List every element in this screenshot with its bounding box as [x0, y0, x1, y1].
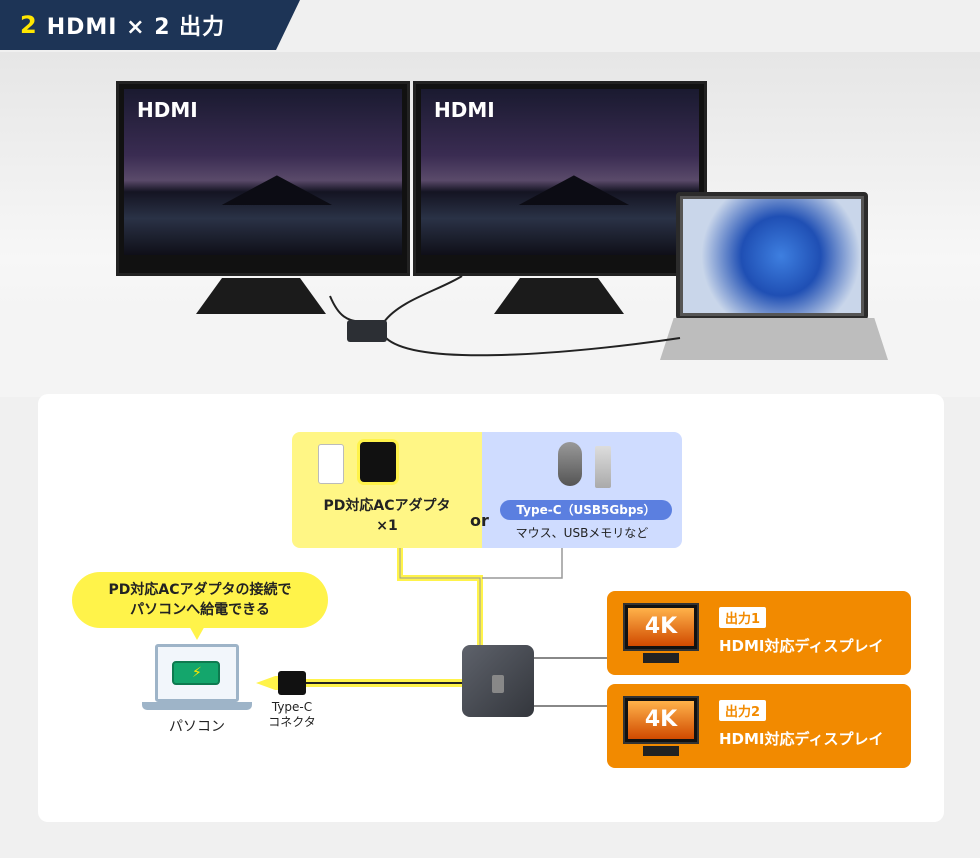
- pc-label: パソコン: [169, 719, 225, 735]
- monitor-right: HDMI: [413, 81, 707, 276]
- usb-device-box: [482, 432, 682, 548]
- connector-line-1: Type-C: [271, 700, 313, 714]
- monitor-left-screen: [124, 89, 402, 255]
- mouse-icon: [558, 442, 582, 486]
- ac-adapter-count: ×1: [376, 518, 398, 534]
- hub-device: [462, 645, 534, 717]
- output-2-monitor-icon: 4K: [623, 696, 699, 744]
- battery-charging-icon: ⚡: [172, 661, 220, 685]
- monitor-right-label: HDMI: [434, 98, 495, 122]
- ac-adapter-icon: [360, 442, 396, 482]
- monitor-left-label: HDMI: [137, 98, 198, 122]
- monitor-left: HDMI: [116, 81, 410, 276]
- connector-line-2: コネクタ: [268, 715, 316, 729]
- connector-label: Type-C コネクタ: [262, 700, 322, 730]
- wall-outlet-icon: [318, 444, 344, 484]
- laptop-keyboard: [660, 318, 888, 360]
- section-header-badge: 2 HDMI × 2 出力: [0, 0, 300, 50]
- usb-stick-icon: [595, 446, 611, 488]
- output-1-name: HDMI対応ディスプレイ: [719, 637, 884, 655]
- pc-icon: ⚡: [155, 644, 239, 702]
- section-title: HDMI × 2 出力: [46, 15, 226, 40]
- power-delivery-bubble: PD対応ACアダプタの接続で パソコンへ給電できる: [72, 572, 328, 628]
- hub-logo-icon: [492, 675, 504, 693]
- pc-base: [142, 702, 252, 710]
- laptop-screen: [676, 192, 868, 320]
- monitor-right-stand: [494, 278, 624, 314]
- output-2-4k-badge: 4K: [628, 701, 694, 739]
- or-label: or: [470, 511, 489, 530]
- ac-adapter-label: PD対応ACアダプタ ×1: [292, 496, 482, 536]
- ac-adapter-name: PD対応ACアダプタ: [323, 498, 451, 514]
- typec-connector-icon: [278, 671, 306, 695]
- output-1-4k-badge: 4K: [628, 608, 694, 646]
- output-1-box: 4K 出力1 HDMI対応ディスプレイ: [607, 591, 911, 675]
- output-1-monitor-icon: 4K: [623, 603, 699, 651]
- bubble-line-2: パソコンへ給電できる: [130, 602, 270, 618]
- hub-photo: [347, 320, 387, 342]
- output-2-box: 4K 出力2 HDMI対応ディスプレイ: [607, 684, 911, 768]
- typec-spec-pill: Type-C（USB5Gbps）: [500, 500, 672, 520]
- monitor-right-screen: [421, 89, 699, 255]
- usb-device-desc: マウス、USBメモリなど: [515, 526, 649, 540]
- output-1-tag: 出力1: [719, 607, 767, 628]
- bubble-line-1: PD対応ACアダプタの接続で: [108, 582, 292, 598]
- output-2-name: HDMI対応ディスプレイ: [719, 730, 884, 748]
- section-number: 2: [20, 11, 37, 39]
- output-2-tag: 出力2: [719, 700, 767, 721]
